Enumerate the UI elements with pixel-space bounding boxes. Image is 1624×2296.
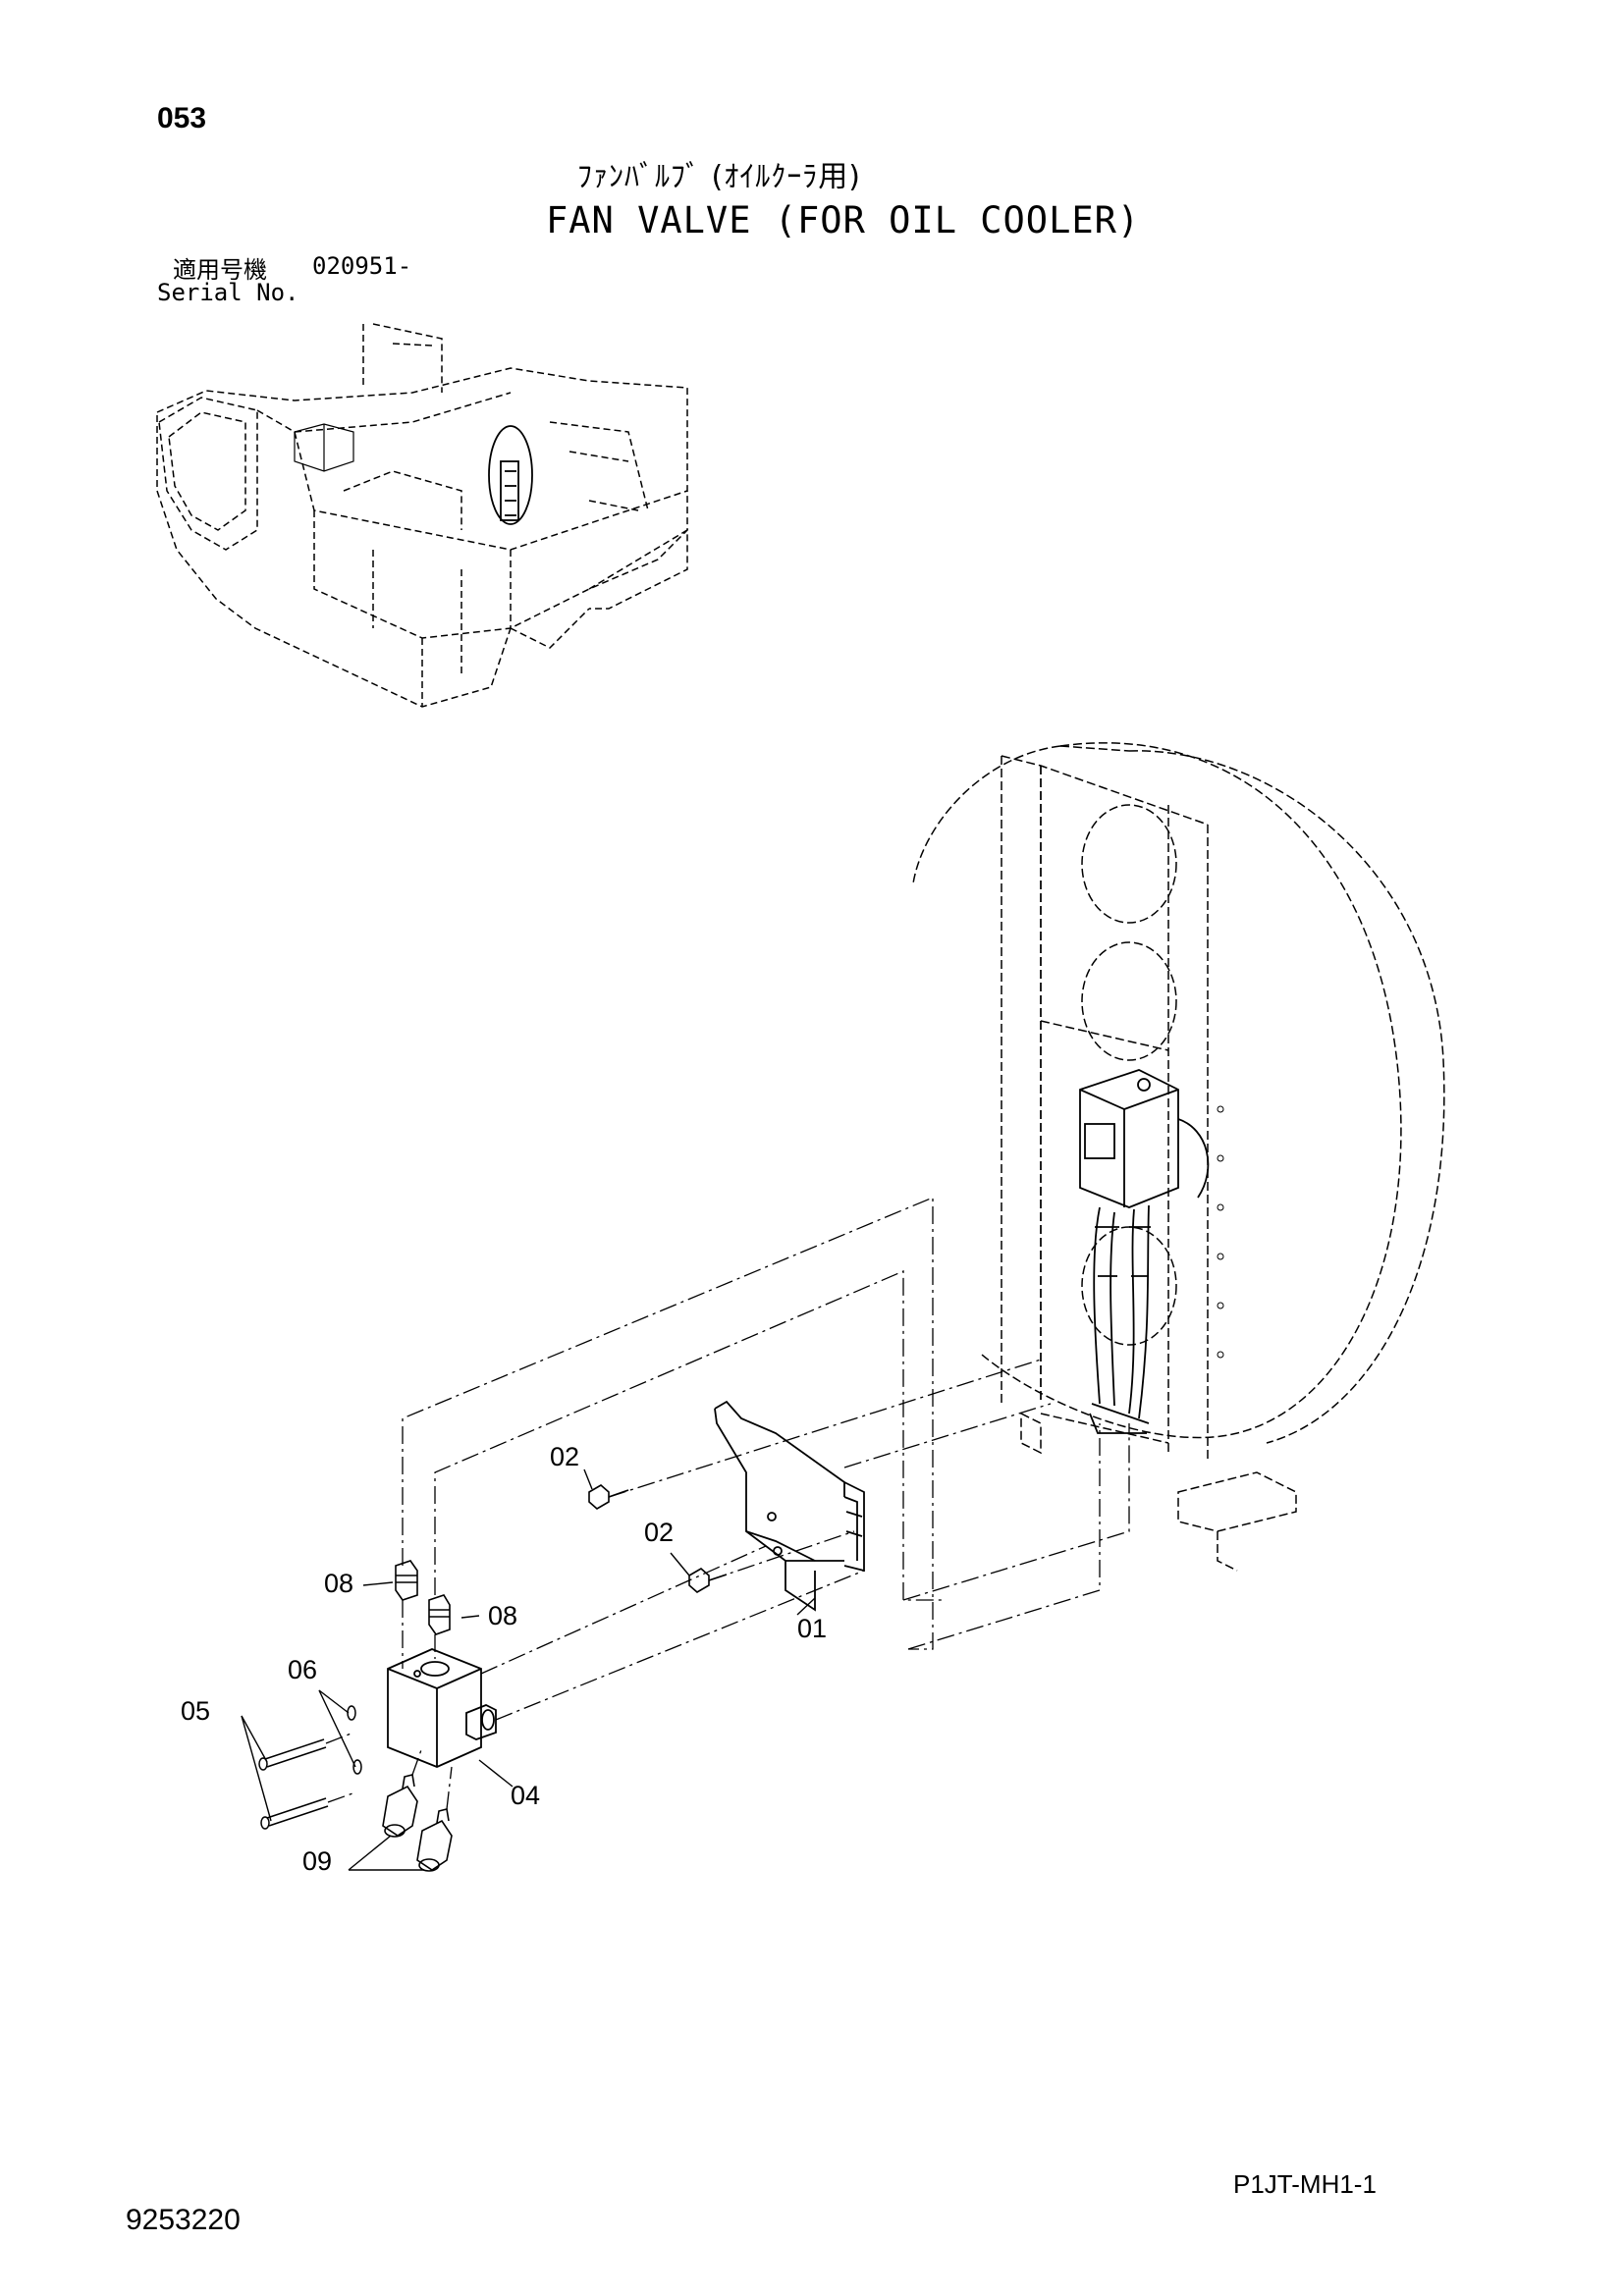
- page-number: 053: [157, 102, 207, 134]
- oil-cooler-fan-assembly: [912, 742, 1445, 1572]
- callout-09: 09: [302, 1846, 332, 1876]
- title-japanese: ﾌｧﾝﾊﾞﾙﾌﾞ (ｵｲﾙｸｰﾗ用): [577, 160, 861, 194]
- overview-fan-valve-highlight: [488, 425, 533, 525]
- callout-08b: 08: [488, 1601, 517, 1630]
- serial-value: 020951-: [312, 252, 412, 280]
- callout-06: 06: [288, 1655, 317, 1684]
- callout-leader-lines: [241, 1468, 816, 1871]
- callout-01: 01: [797, 1614, 827, 1643]
- assembly-dashdot-lines: [325, 1197, 1130, 1810]
- fitting-08-drawings: [395, 1560, 451, 1635]
- callout-02b: 02: [644, 1518, 674, 1547]
- machine-overview-illustration: [156, 323, 688, 708]
- callout-08a: 08: [324, 1569, 353, 1598]
- overview-cab-detail: [294, 423, 354, 472]
- bolt-05-drawings: [258, 1738, 329, 1830]
- callout-04: 04: [511, 1781, 540, 1810]
- callout-02a: 02: [550, 1442, 579, 1471]
- fan-motor-and-hoses: [1079, 1069, 1210, 1434]
- serial-label-japanese: 適用号機: [173, 256, 267, 284]
- drawing-number: 9253220: [126, 2204, 241, 2236]
- serial-label-english: Serial No.: [157, 279, 299, 306]
- fan-valve-block-04: [387, 1648, 497, 1768]
- elbow-09-drawings: [382, 1774, 453, 1872]
- title-english: FAN VALVE (FOR OIL COOLER): [546, 199, 1141, 241]
- callout-05: 05: [181, 1696, 210, 1726]
- sheet-code: P1JT-MH1-1: [1233, 2169, 1377, 2199]
- bracket-01-drawing: [714, 1400, 865, 1612]
- callout-labels: 02 02 01 08 08 06 05 04 09: [181, 1442, 827, 1876]
